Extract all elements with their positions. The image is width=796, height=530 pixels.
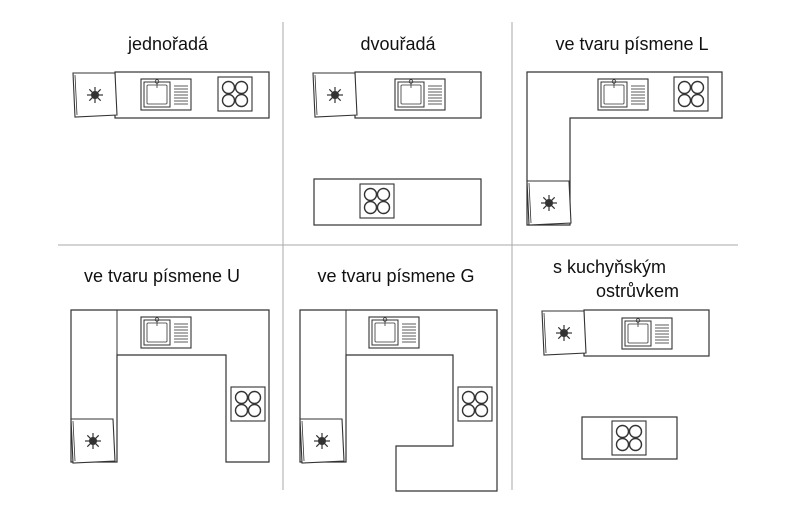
corner-carousel-icon xyxy=(72,72,118,118)
layout-island: s kuchyňským ostrůvkem xyxy=(541,257,710,460)
label-island-line1: s kuchyňským xyxy=(553,257,666,277)
corner-carousel-icon xyxy=(299,418,345,464)
label-u-shape: ve tvaru písmene U xyxy=(84,266,240,286)
counter-l xyxy=(526,71,723,226)
layout-u-shape: ve tvaru písmene U xyxy=(70,266,270,464)
label-g-shape: ve tvaru písmene G xyxy=(317,266,474,286)
cooktop-icon xyxy=(611,420,647,456)
layout-double-row: dvouřadá xyxy=(312,34,482,226)
corner-carousel-icon xyxy=(526,180,572,226)
label-l-shape: ve tvaru písmene L xyxy=(555,34,708,54)
cooktop-icon xyxy=(230,386,266,422)
sink-icon xyxy=(368,316,420,349)
sink-icon xyxy=(140,316,192,349)
sink-icon xyxy=(394,78,446,111)
label-island-line2: ostrůvkem xyxy=(596,281,679,301)
sink-icon xyxy=(621,317,673,350)
sink-icon xyxy=(597,78,649,111)
label-single-row: jednořadá xyxy=(127,34,209,54)
counter xyxy=(313,178,482,226)
label-double-row: dvouřadá xyxy=(360,34,436,54)
layout-l-shape: ve tvaru písmene L xyxy=(526,34,723,226)
cooktop-icon xyxy=(457,386,493,422)
cooktop-icon xyxy=(359,183,395,219)
layout-g-shape: ve tvaru písmene G xyxy=(299,266,498,492)
cooktop-icon xyxy=(673,76,709,112)
corner-carousel-icon xyxy=(312,72,358,118)
corner-carousel-icon xyxy=(541,310,587,356)
cooktop-icon xyxy=(217,76,253,112)
corner-carousel-icon xyxy=(70,418,116,464)
sink-icon xyxy=(140,78,192,111)
layout-single-row: jednořadá xyxy=(72,34,270,119)
